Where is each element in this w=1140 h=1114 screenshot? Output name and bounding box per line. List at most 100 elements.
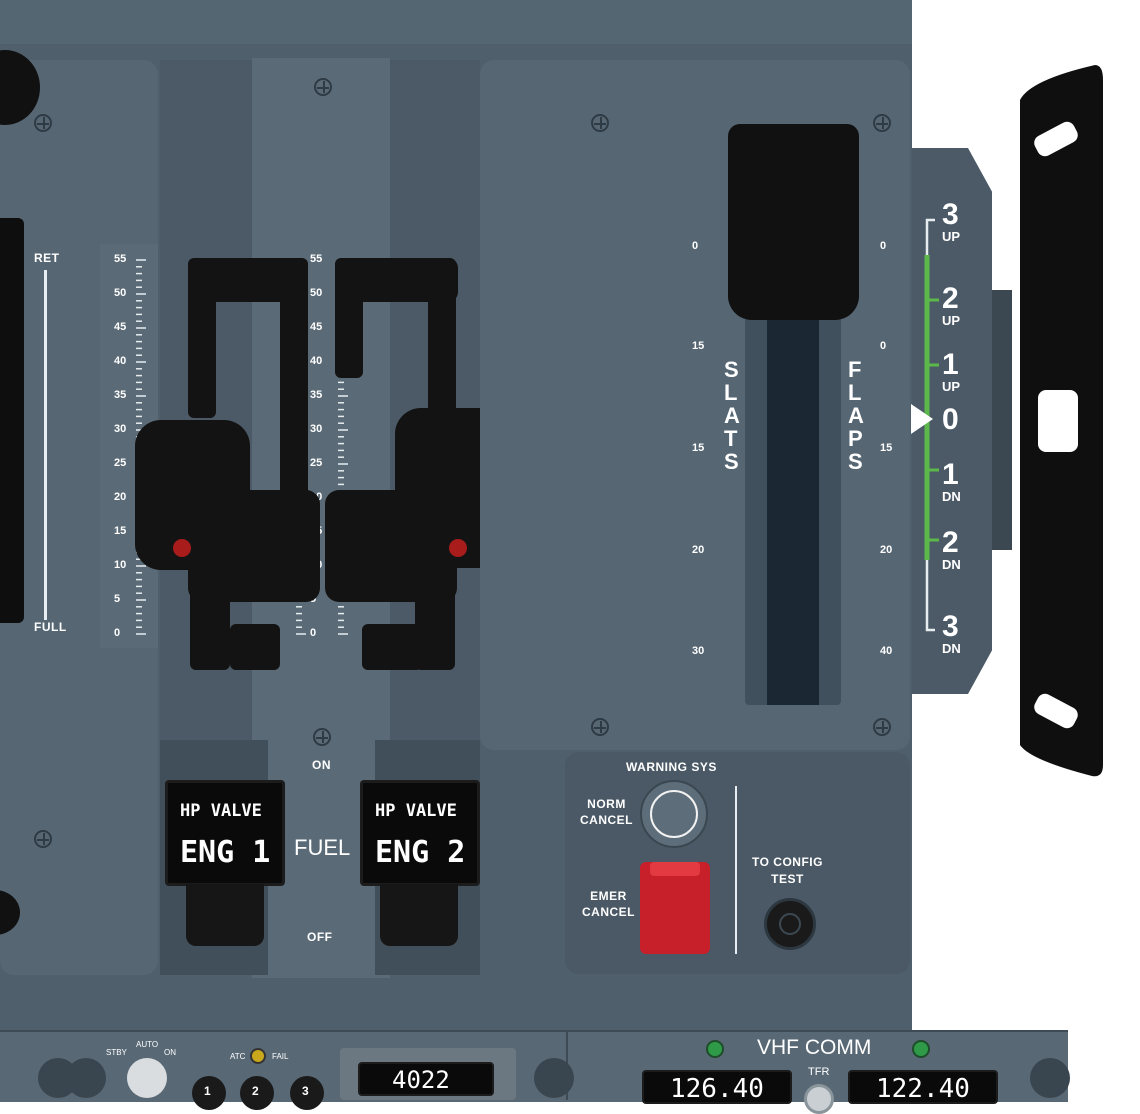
speedbrake-scale-line [44, 270, 47, 620]
thrust-scale-label: 40 [310, 355, 323, 367]
ret-label: RET [34, 251, 60, 265]
trim-position-number: 3 [942, 610, 959, 643]
hp-valve-eng2-display: HP VALVE ENG 2 [360, 780, 480, 886]
warning-sys-title: WARNING SYS [626, 760, 717, 774]
thrust-scale-label: 55 [310, 253, 323, 265]
trim-position-number: 0 [942, 403, 959, 436]
vhf-active-display: 126.40 [642, 1070, 792, 1104]
tfr-button[interactable] [804, 1084, 834, 1114]
screw-icon [591, 718, 609, 736]
thrust-scale-label: 35 [310, 389, 323, 401]
speedbrake-track[interactable] [0, 218, 24, 623]
radio-knob[interactable] [534, 1058, 574, 1098]
lever-knob-bottom[interactable] [0, 890, 20, 935]
norm-cancel-label: NORM CANCEL [580, 797, 633, 827]
screw-icon [314, 78, 332, 96]
trim-position-sub: DN [942, 557, 961, 572]
slats-mark: 30 [692, 645, 705, 657]
emer-cancel-button[interactable] [640, 862, 710, 954]
thrust-scale-label: 55 [114, 253, 127, 265]
flap-lever-slot [767, 300, 819, 705]
transponder-digit-label: 3 [302, 1084, 309, 1098]
flaps-label: F L A P S [848, 357, 871, 474]
transponder-left-knob-2[interactable] [66, 1058, 106, 1098]
norm-cancel-button[interactable] [640, 780, 708, 848]
thrust-scale-label: 25 [310, 457, 323, 469]
pedestal-top-strip [0, 0, 912, 44]
squawk-display: 4022 [358, 1062, 494, 1096]
thrust-scale-label: 45 [310, 321, 323, 333]
flaps-mark: 0 [880, 240, 887, 252]
trim-position-sub: UP [942, 229, 961, 244]
xpdr-on-label: ON [164, 1048, 176, 1057]
fuel-eng2-switch[interactable] [380, 884, 458, 946]
warning-sys-panel [565, 752, 910, 974]
vhf-tuning-knob[interactable] [1030, 1058, 1070, 1098]
thrust-scale-label: 5 [114, 593, 121, 605]
transponder-digit-button[interactable]: 2 [240, 1076, 274, 1110]
flaps-mark: 40 [880, 645, 893, 657]
thrust-levers[interactable] [130, 250, 520, 680]
screw-icon [873, 114, 891, 132]
flaps-mark: 0 [880, 340, 887, 352]
trim-position-number: 2 [942, 282, 959, 315]
fail-label: FAIL [272, 1052, 289, 1061]
vhf-active-freq: 126.40 [670, 1074, 764, 1104]
thrust-scale-label: 15 [114, 525, 127, 537]
thrust-scale-label: 50 [114, 287, 127, 299]
trim-position-label: 0 [942, 405, 959, 435]
hp-valve-eng2-line1: HP VALVE [375, 801, 457, 821]
trim-mount [992, 290, 1012, 550]
thrust-scale-label: 20 [114, 491, 127, 503]
trim-position-sub: UP [942, 313, 961, 328]
thrust-scale-label: 0 [310, 627, 317, 639]
atc-fail-light [250, 1048, 266, 1064]
trim-position-sub: DN [942, 641, 961, 656]
slats-mark: 15 [692, 340, 705, 352]
trim-position-number: 3 [942, 198, 959, 231]
vhf-standby-freq: 122.40 [876, 1074, 970, 1104]
auto-label: AUTO [136, 1040, 159, 1049]
glareshield-bracket [1020, 65, 1103, 777]
trim-position-number: 1 [942, 348, 959, 381]
flaps-mark: 15 [880, 442, 893, 454]
screw-icon [591, 114, 609, 132]
transponder-digit-button[interactable]: 1 [192, 1076, 226, 1110]
stby-label: STBY [106, 1048, 127, 1057]
fuel-eng1-switch[interactable] [186, 884, 264, 946]
slats-mark: 0 [692, 240, 699, 252]
trim-position-number: 1 [942, 458, 959, 491]
transponder-mode-switch[interactable] [127, 1058, 167, 1098]
thrust-scale-label: 30 [310, 423, 323, 435]
screw-icon [313, 728, 331, 746]
hp-valve-eng1-line2: ENG 1 [180, 835, 271, 870]
thrust-scale-label: 10 [114, 559, 127, 571]
hp-valve-eng1-line1: HP VALVE [180, 801, 262, 821]
thrust-scale-label: 25 [114, 457, 127, 469]
slats-mark: 15 [692, 442, 705, 454]
trim-position-sub: DN [942, 489, 961, 504]
transponder-digit-button[interactable]: 3 [290, 1076, 324, 1110]
hp-valve-eng1-display: HP VALVE ENG 1 [165, 780, 285, 886]
trim-position-number: 2 [942, 526, 959, 559]
to-config-test-button[interactable] [764, 898, 816, 950]
warning-divider [735, 786, 737, 954]
trim-scale [911, 218, 939, 632]
screw-icon [34, 830, 52, 848]
thrust-scale-label: 35 [114, 389, 127, 401]
fuel-label: FUEL [294, 835, 351, 860]
transponder-digit-label: 2 [252, 1084, 259, 1098]
thrust-scale-label: 30 [114, 423, 127, 435]
screw-icon [34, 114, 52, 132]
vhf-comm-title: VHF COMM [757, 1036, 872, 1059]
atc-label: ATC [230, 1052, 246, 1061]
thrust-scale-label: 0 [114, 627, 121, 639]
flap-lever-handle[interactable] [728, 124, 859, 320]
fuel-on-label: ON [312, 758, 331, 772]
fuel-off-label: OFF [307, 930, 333, 944]
